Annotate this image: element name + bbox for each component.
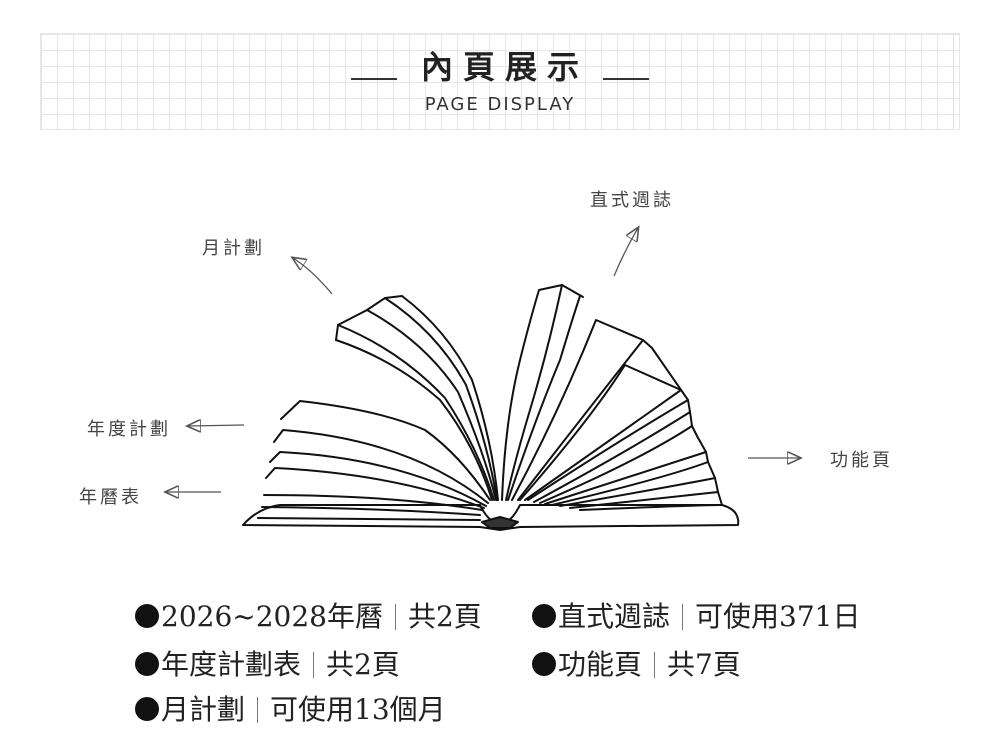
feature-name: 月計劃 bbox=[161, 693, 246, 726]
feature-item-calendar: 2026~2028年曆共2頁 bbox=[135, 595, 482, 635]
title-right-rule bbox=[603, 78, 649, 80]
feature-name: 功能頁 bbox=[558, 648, 643, 681]
feature-detail: 可使用13個月 bbox=[270, 693, 446, 726]
bullet-icon bbox=[135, 652, 159, 676]
label-function: 功能頁 bbox=[830, 450, 893, 471]
feature-item-yearly-plan: 年度計劃表共2頁 bbox=[135, 643, 400, 683]
feature-item-monthly: 月計劃可使用13個月 bbox=[135, 688, 446, 728]
feature-detail: 共2頁 bbox=[407, 600, 482, 633]
page-title: 內頁展示 bbox=[420, 48, 589, 86]
separator bbox=[313, 652, 315, 678]
feature-detail: 共2頁 bbox=[326, 648, 400, 681]
label-yearly-plan: 年度計劃 bbox=[87, 419, 171, 440]
feature-name: 2026~2028年曆 bbox=[161, 600, 383, 633]
bullet-icon bbox=[135, 604, 159, 628]
feature-name: 直式週誌 bbox=[558, 600, 671, 633]
label-monthly: 月計劃 bbox=[202, 238, 265, 259]
label-weekly: 直式週誌 bbox=[590, 190, 674, 211]
header-title-row: 內頁展示 bbox=[0, 42, 1000, 88]
feature-detail: 可使用371日 bbox=[695, 600, 861, 633]
separator bbox=[257, 697, 259, 723]
title-left-rule bbox=[350, 78, 397, 80]
bullet-icon bbox=[532, 652, 556, 676]
page-subtitle: PAGE DISPLAY bbox=[424, 94, 576, 115]
label-calendar: 年曆表 bbox=[79, 487, 142, 508]
bullet-icon bbox=[135, 697, 159, 721]
separator bbox=[394, 604, 396, 630]
separator bbox=[682, 604, 684, 630]
feature-item-function: 功能頁共7頁 bbox=[532, 643, 741, 683]
header-grid-band bbox=[40, 33, 960, 130]
feature-detail: 共7頁 bbox=[667, 648, 741, 681]
feature-item-weekly: 直式週誌可使用371日 bbox=[532, 595, 860, 635]
feature-name: 年度計劃表 bbox=[161, 648, 302, 681]
bullet-icon bbox=[532, 604, 556, 628]
separator bbox=[654, 652, 656, 678]
